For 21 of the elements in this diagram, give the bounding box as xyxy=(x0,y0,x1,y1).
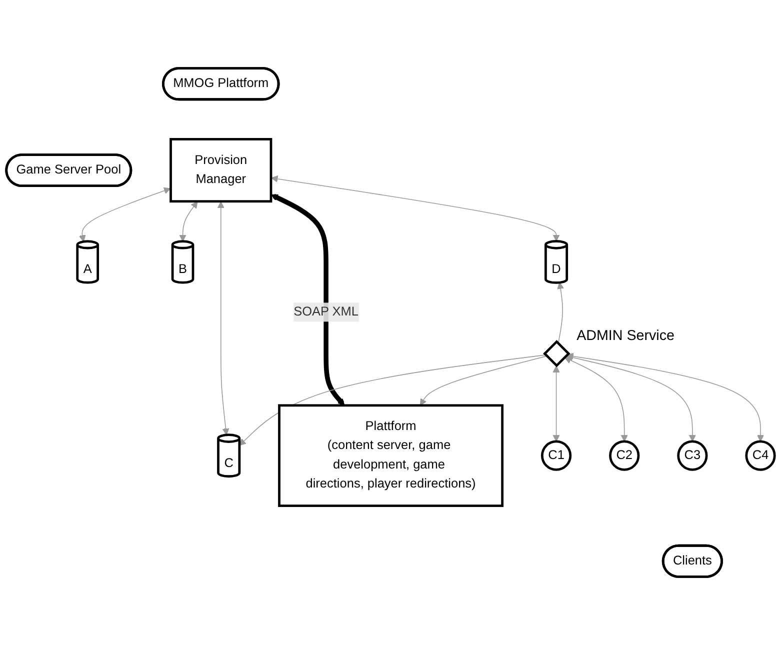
node-circle: C1 xyxy=(540,440,572,471)
node-caption: ADMIN Service xyxy=(576,328,675,344)
arrow xyxy=(270,194,345,406)
arrow xyxy=(552,366,560,442)
arrow xyxy=(270,175,560,242)
arrow xyxy=(566,354,696,442)
node-box: Provision Manager xyxy=(170,138,272,203)
node-diamond xyxy=(543,340,570,368)
node-box: Plattform (content server, game development, game directions, player redirections) xyxy=(278,404,504,507)
edge-label: SOAP XML xyxy=(294,305,359,319)
node-circle: C4 xyxy=(745,440,776,471)
arrow xyxy=(78,187,171,242)
arrow xyxy=(566,352,764,442)
arrow xyxy=(420,356,548,406)
node-circle: C3 xyxy=(677,440,708,471)
arrow xyxy=(179,201,198,242)
arrow xyxy=(217,201,230,436)
arrow xyxy=(564,357,628,442)
node-circle: C2 xyxy=(609,440,640,471)
arrow xyxy=(557,282,564,344)
arrow xyxy=(239,354,546,446)
